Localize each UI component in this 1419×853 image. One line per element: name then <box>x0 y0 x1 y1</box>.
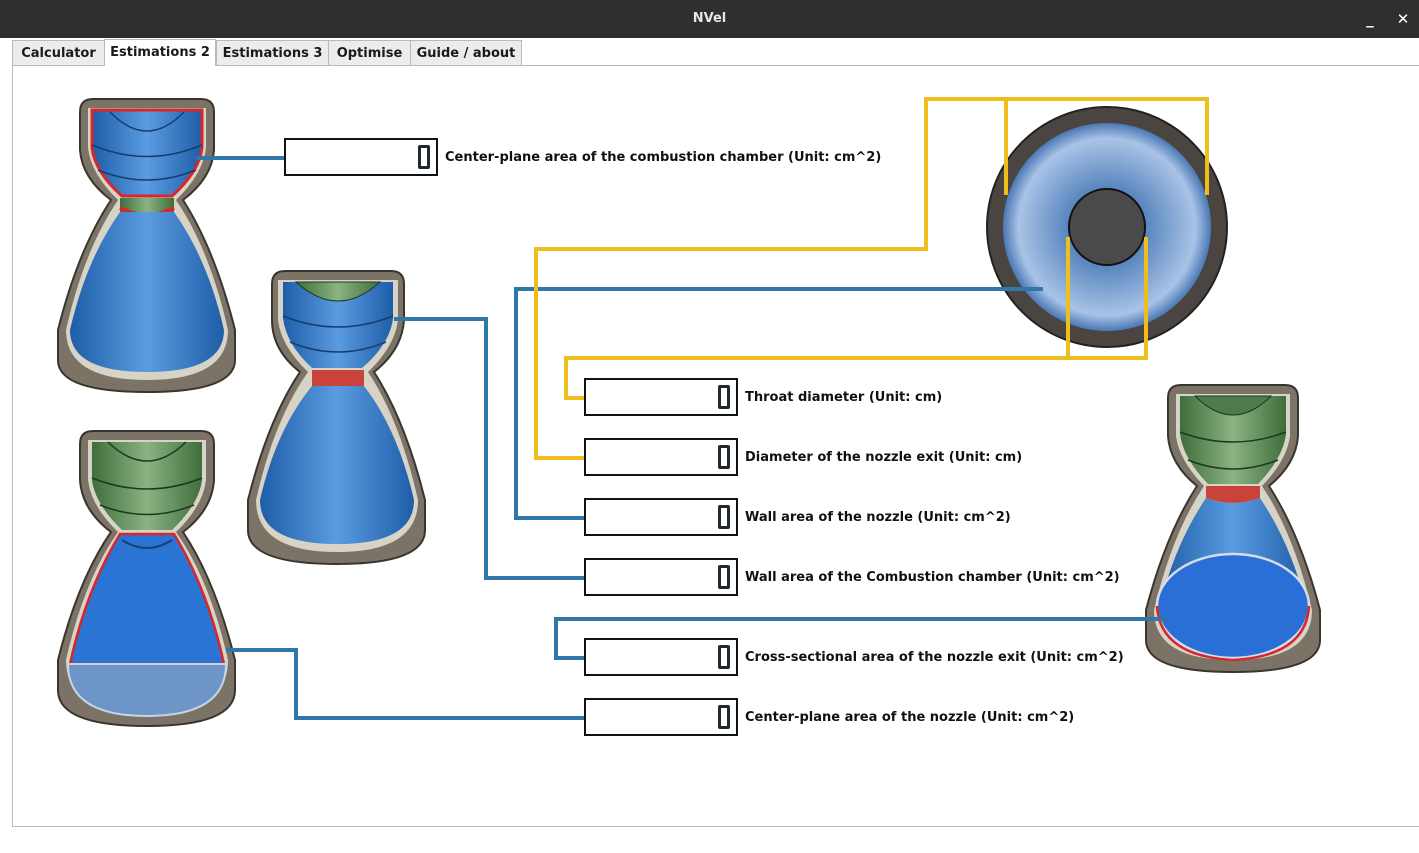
lcd-digit-icon <box>718 505 730 529</box>
nozzle-exit-cross-section-field[interactable] <box>584 638 738 676</box>
tab-estimations-2[interactable]: Estimations 2 <box>104 39 216 66</box>
lcd-digit-icon <box>718 385 730 409</box>
center-plane-area-chamber-field[interactable] <box>284 138 438 176</box>
minimize-icon: _ <box>1366 10 1374 28</box>
lcd-digit-icon <box>718 705 730 729</box>
throat-diameter-field[interactable] <box>584 378 738 416</box>
chamber-wall-area-label: Wall area of the Combustion chamber (Uni… <box>745 570 1120 585</box>
close-button[interactable]: ✕ <box>1393 9 1413 29</box>
nozzle-wall-area-field[interactable] <box>584 498 738 536</box>
title-bar <box>0 0 1419 38</box>
lcd-digit-icon <box>718 565 730 589</box>
nozzle-illustration-chamber-plane <box>57 98 236 394</box>
minimize-button[interactable]: _ <box>1360 9 1380 29</box>
blue-connector-lines <box>196 156 1170 720</box>
lcd-digit-icon <box>418 145 430 169</box>
lcd-digit-icon <box>718 445 730 469</box>
nozzle-illustration-chamber-wall <box>247 270 426 566</box>
nozzle-wall-area-label: Wall area of the nozzle (Unit: cm^2) <box>745 510 1011 525</box>
tab-guide-about[interactable]: Guide / about <box>410 40 522 65</box>
nozzle-exit-diameter-label: Diameter of the nozzle exit (Unit: cm) <box>745 450 1023 465</box>
nozzle-top-view <box>986 106 1228 348</box>
window-title: NVel <box>692 11 727 26</box>
center-plane-area-chamber-label: Center-plane area of the combustion cham… <box>445 150 882 165</box>
chamber-wall-area-field[interactable] <box>584 558 738 596</box>
nozzle-exit-cross-section-label: Cross-sectional area of the nozzle exit … <box>745 650 1124 665</box>
nozzle-illustration-exit-section <box>1145 384 1321 674</box>
close-icon: ✕ <box>1396 10 1410 28</box>
nozzle-illustration-nozzle-plane <box>57 430 236 728</box>
throat-diameter-label: Throat diameter (Unit: cm) <box>745 390 943 405</box>
center-plane-area-nozzle-field[interactable] <box>584 698 738 736</box>
tab-optimise[interactable]: Optimise <box>328 40 411 65</box>
nozzle-exit-diameter-field[interactable] <box>584 438 738 476</box>
tab-estimations-3[interactable]: Estimations 3 <box>216 40 329 65</box>
yellow-connector-lines <box>534 97 1209 460</box>
lcd-digit-icon <box>718 645 730 669</box>
center-plane-area-nozzle-label: Center-plane area of the nozzle (Unit: c… <box>745 710 1075 725</box>
